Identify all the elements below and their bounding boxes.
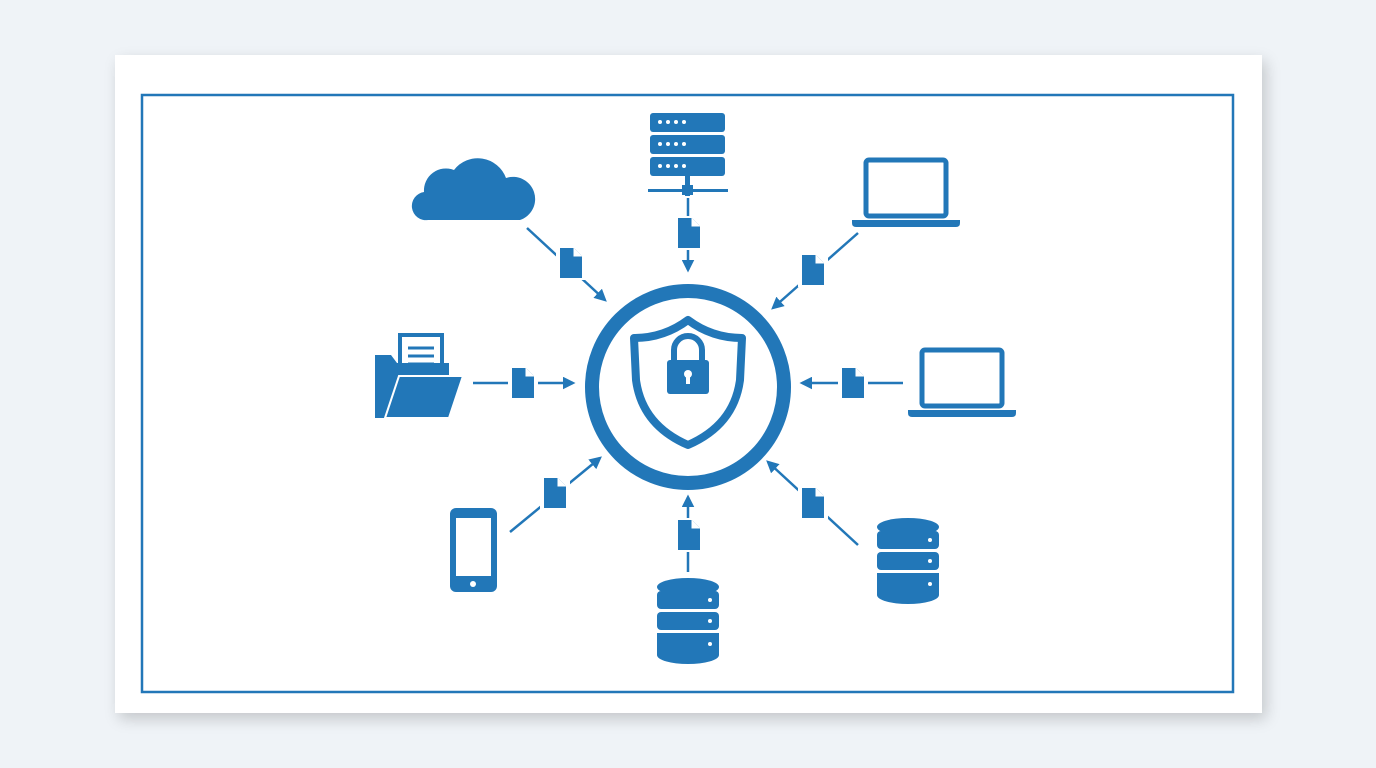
laptop-icon <box>852 160 960 227</box>
server-rack-icon <box>648 113 728 196</box>
lock-icon <box>667 333 709 394</box>
database-icon <box>877 518 939 604</box>
smartphone-icon <box>450 508 497 592</box>
central-security-hub <box>585 284 791 490</box>
laptop-icon <box>908 350 1016 417</box>
cloud-icon <box>411 158 536 221</box>
document-icons <box>508 216 868 552</box>
database-icon <box>657 578 719 664</box>
diagram-border <box>140 93 1235 694</box>
folder-documents-icon <box>375 333 465 419</box>
shield-icon <box>630 316 746 449</box>
